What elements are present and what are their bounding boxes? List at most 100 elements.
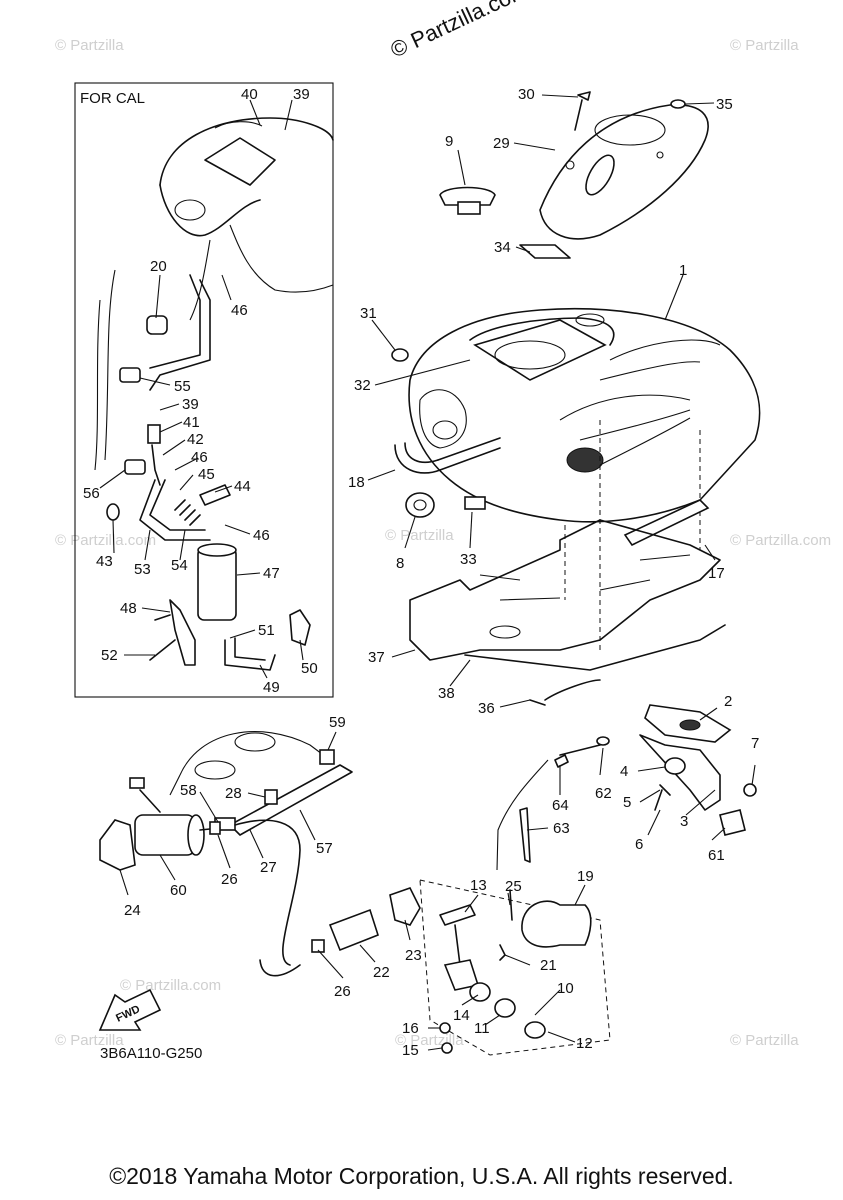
callout-42: 42 bbox=[187, 431, 204, 448]
watermarks: © Partzilla © Partzilla © Partzilla.com … bbox=[55, 37, 831, 1049]
callout-5: 5 bbox=[623, 794, 631, 811]
callout-15: 15 bbox=[402, 1042, 419, 1059]
clip-26 bbox=[311, 939, 325, 953]
callout-26: 26 bbox=[334, 983, 351, 1000]
inset-tank-outline bbox=[159, 117, 334, 186]
damper-33 bbox=[464, 496, 486, 510]
watermark: © Partzilla bbox=[730, 37, 799, 54]
callout-20: 20 bbox=[150, 258, 167, 275]
insulator-37 bbox=[409, 519, 726, 706]
callout-24: 24 bbox=[124, 902, 141, 919]
callout-4: 4 bbox=[620, 763, 628, 780]
callout-39: 39 bbox=[182, 396, 199, 413]
callout-25: 25 bbox=[505, 878, 522, 895]
inset-hose bbox=[149, 279, 211, 391]
callout-2: 2 bbox=[724, 693, 732, 710]
callout-36: 36 bbox=[478, 700, 495, 717]
callout-28: 28 bbox=[225, 785, 242, 802]
callout-47: 47 bbox=[263, 565, 280, 582]
callout-21: 21 bbox=[540, 957, 557, 974]
fuel-pump-60 bbox=[134, 814, 196, 856]
callout-23: 23 bbox=[405, 947, 422, 964]
filler-neck bbox=[473, 319, 607, 381]
callout-52: 52 bbox=[101, 647, 118, 664]
callout-30: 30 bbox=[518, 86, 535, 103]
callout-60: 60 bbox=[170, 882, 187, 899]
inset-filler-neck bbox=[204, 137, 276, 186]
collar-4 bbox=[664, 757, 686, 775]
hose-clip-20 bbox=[146, 315, 168, 335]
hose-18 bbox=[394, 444, 441, 474]
callout-12: 12 bbox=[576, 1035, 593, 1052]
callout-37: 37 bbox=[368, 649, 385, 666]
callout-27: 27 bbox=[260, 859, 277, 876]
packing-11 bbox=[494, 998, 516, 1018]
callout-7: 7 bbox=[751, 735, 759, 752]
callout-62: 62 bbox=[595, 785, 612, 802]
clamp-50 bbox=[289, 609, 311, 646]
callout-labels: 1 2 3 4 5 6 7 8 9 10 11 12 13 14 15 16 1… bbox=[83, 86, 759, 1059]
leader-lines bbox=[99, 94, 756, 1051]
inset-tank-outline bbox=[159, 184, 261, 237]
callout-50: 50 bbox=[301, 660, 318, 677]
callout-63: 63 bbox=[553, 820, 570, 837]
tie-63 bbox=[519, 807, 531, 863]
inset-frame bbox=[74, 82, 334, 698]
callout-48: 48 bbox=[120, 600, 137, 617]
inset-for-cal: FOR CAL bbox=[74, 82, 334, 698]
callout-31: 31 bbox=[360, 305, 377, 322]
clip-59 bbox=[319, 749, 335, 765]
callout-19: 19 bbox=[577, 868, 594, 885]
callout-13: 13 bbox=[470, 877, 487, 894]
callout-51: 51 bbox=[258, 622, 275, 639]
watermark: © Partzilla bbox=[730, 1032, 799, 1049]
callout-32: 32 bbox=[354, 377, 371, 394]
callout-43: 43 bbox=[96, 553, 113, 570]
callout-9: 9 bbox=[445, 133, 453, 150]
clip-25 bbox=[509, 889, 513, 921]
callout-35: 35 bbox=[716, 96, 733, 113]
callout-26: 26 bbox=[221, 871, 238, 888]
callout-34: 34 bbox=[494, 239, 511, 256]
plate-12 bbox=[524, 1021, 546, 1039]
diagram-code: 3B6A110-G250 bbox=[100, 1045, 202, 1062]
callout-57: 57 bbox=[316, 840, 333, 857]
callout-41: 41 bbox=[183, 414, 200, 431]
holder-24 bbox=[99, 819, 136, 871]
callout-6: 6 bbox=[635, 836, 643, 853]
clip-28 bbox=[264, 789, 278, 805]
callout-49: 49 bbox=[263, 679, 280, 696]
gasket-13 bbox=[439, 904, 476, 926]
inset-title: FOR CAL bbox=[80, 90, 145, 107]
cap-9 bbox=[439, 186, 496, 215]
callout-59: 59 bbox=[329, 714, 346, 731]
hose-57 bbox=[229, 764, 353, 836]
watermark: © Partzilla.com bbox=[120, 977, 221, 994]
connector-60 bbox=[129, 777, 145, 789]
washer-16 bbox=[439, 1022, 451, 1034]
callout-39: 39 bbox=[293, 86, 310, 103]
callout-10: 10 bbox=[557, 980, 574, 997]
fuel-filter-22 bbox=[328, 908, 379, 952]
callout-33: 33 bbox=[460, 551, 477, 568]
nut-64 bbox=[554, 754, 569, 768]
callout-56: 56 bbox=[83, 485, 100, 502]
fuel-filter-23 bbox=[389, 887, 421, 926]
callout-16: 16 bbox=[402, 1020, 419, 1037]
callout-46: 46 bbox=[191, 449, 208, 466]
callout-3: 3 bbox=[680, 813, 688, 830]
screw-15 bbox=[441, 1042, 453, 1054]
screw-30 bbox=[577, 91, 591, 101]
watermark: © Partzilla.com bbox=[55, 532, 156, 549]
callout-61: 61 bbox=[708, 847, 725, 864]
bracket-48 bbox=[169, 599, 196, 666]
fuel-cock-assembly bbox=[419, 879, 611, 1056]
watermark: © Partzilla.com bbox=[730, 532, 831, 549]
tank-emblem bbox=[566, 447, 604, 473]
callout-53: 53 bbox=[134, 561, 151, 578]
screw-7 bbox=[743, 783, 757, 797]
watermark: © Partzilla bbox=[55, 1032, 124, 1049]
callout-46: 46 bbox=[253, 527, 270, 544]
copyright-footer: ©2018 Yamaha Motor Corporation, U.S.A. A… bbox=[109, 1163, 734, 1189]
callout-64: 64 bbox=[552, 797, 569, 814]
